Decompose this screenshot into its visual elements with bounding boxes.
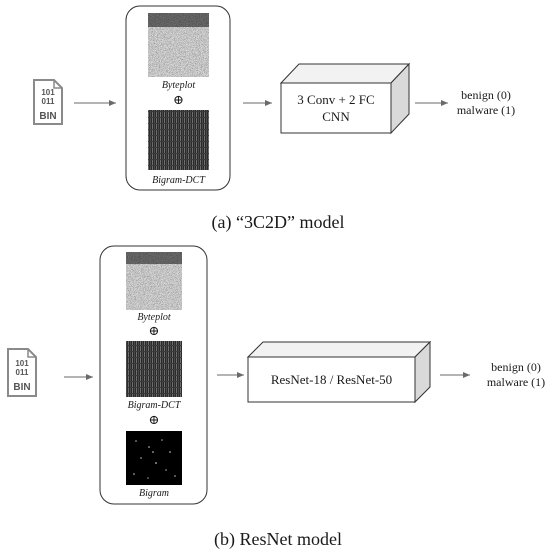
- caption-a: (a) “3C2D” model: [212, 212, 345, 233]
- file-icon-text-3: BIN: [39, 111, 56, 122]
- file-icon-text-3: BIN: [13, 382, 30, 393]
- image-stack-container: [99, 245, 208, 505]
- concat-symbol-2: ⊕: [149, 412, 160, 427]
- resnet-model-box: ResNet-18 / ResNet-50: [246, 340, 432, 404]
- caption-b: (b) ResNet model: [214, 529, 342, 550]
- byteplot-label: Byteplot: [162, 80, 196, 91]
- binary-file-icon: 101 011 BIN: [7, 348, 37, 397]
- file-icon-text-1: 101: [41, 88, 55, 97]
- file-icon-text-2: 011: [42, 97, 55, 106]
- concat-symbol: ⊕: [173, 92, 184, 107]
- cnn-model-box: 3 Conv + 2 FC CNN: [279, 62, 411, 135]
- byteplot-image: [148, 13, 209, 77]
- output-malware: malware (1): [457, 103, 515, 117]
- bigram-dct-label: Bigram-DCT: [152, 175, 206, 186]
- file-icon-text-1: 101: [15, 359, 29, 368]
- model-label-line1: 3 Conv + 2 FC: [297, 92, 374, 107]
- bigram-image: [126, 431, 182, 485]
- concat-symbol-1: ⊕: [149, 323, 160, 338]
- output-malware: malware (1): [487, 375, 545, 389]
- model-label-line2: CNN: [322, 109, 350, 124]
- output-benign: benign (0): [491, 360, 541, 374]
- bigram-dct-image: [148, 110, 209, 170]
- bigram-dct-image: [126, 341, 182, 397]
- output-benign: benign (0): [461, 88, 511, 102]
- bigram-dct-label: Bigram-DCT: [128, 400, 182, 411]
- bigram-label: Bigram: [139, 488, 169, 499]
- diagram-a: 101 011 BIN Byteplot ⊕ Bigram-DCT 3 Conv…: [33, 5, 515, 233]
- image-stack-container: [125, 5, 231, 191]
- diagram-b: 101 011 BIN Byteplot ⊕ Bigram-DCT ⊕: [7, 245, 545, 550]
- byteplot-label: Byteplot: [137, 312, 171, 323]
- file-icon-text-2: 011: [16, 368, 29, 377]
- model-label: ResNet-18 / ResNet-50: [271, 372, 392, 387]
- binary-file-icon: 101 011 BIN: [33, 79, 63, 125]
- byteplot-image: [126, 252, 182, 310]
